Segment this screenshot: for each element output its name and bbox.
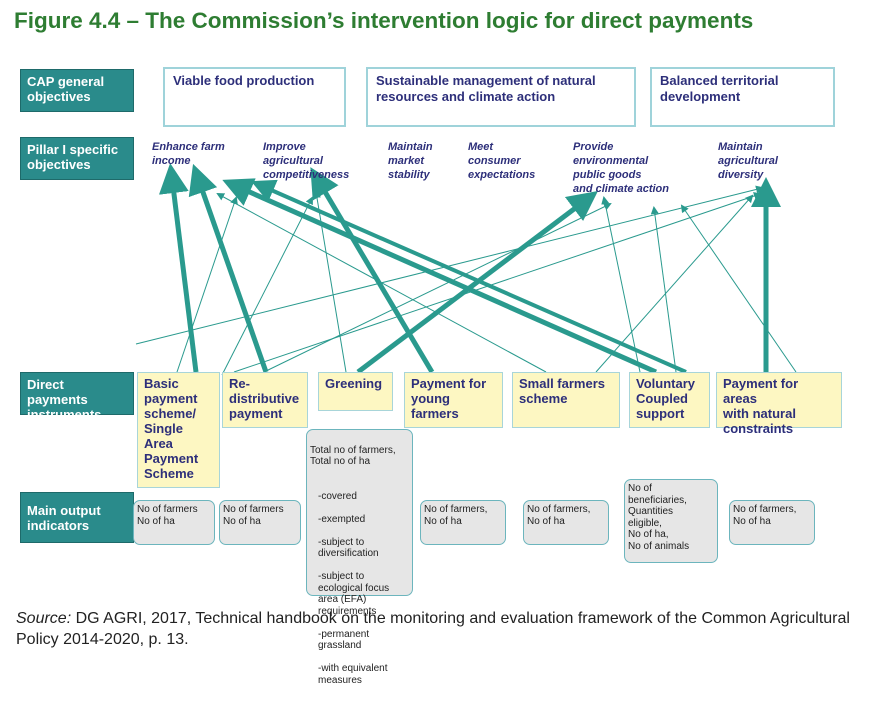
thin-arrow-2 <box>221 196 313 376</box>
source-text: DG AGRI, 2017, Technical handbook on the… <box>16 610 850 648</box>
specific-objective-competitiveness: Improve agricultural competitiveness <box>263 141 350 181</box>
source-label: Source: <box>16 610 72 627</box>
instrument-coupled-support: Voluntary Coupled support <box>629 372 710 428</box>
thin-arrow-9 <box>601 196 641 373</box>
output-greening: Total no of farmers, Total no of ha -cov… <box>306 429 413 686</box>
greening-item-diversification: -subject to diversification <box>318 536 379 560</box>
arrow-coupled-to-competitiveness <box>251 179 687 374</box>
arrow-greening-to-environment <box>356 190 598 374</box>
specific-objective-market-stability: Maintain market stability <box>388 141 433 181</box>
instrument-greening: Greening <box>318 372 393 411</box>
greening-item-equivalent: -with equivalent measures <box>318 663 388 686</box>
row-label-specific: Pillar I specific objectives <box>20 137 134 180</box>
specific-objective-farm-income: Enhance farm income <box>152 141 225 167</box>
output-coupled-support: No of beneficiaries, Quantities eligible… <box>624 479 718 563</box>
output-greening-head: Total no of farmers, Total no of ha <box>310 444 396 468</box>
arrows-layer <box>135 163 797 376</box>
thin-arrow-11 <box>680 204 797 373</box>
output-greening-list: -covered -exempted -subject to diversifi… <box>310 479 410 698</box>
specific-objective-environment: Provide environmental public goods and c… <box>573 141 669 195</box>
row-label-instruments: Direct payments instruments <box>20 372 134 422</box>
greening-item-exempted: -exempted <box>318 513 366 525</box>
greening-item-efa: -subject to ecological focus area (EFA) … <box>318 571 390 617</box>
instrument-natural-constraints: Payment for areas with natural constrain… <box>716 372 842 436</box>
thin-arrow-8 <box>595 194 754 373</box>
instrument-redistributive: Re- distributive payment <box>222 372 308 428</box>
arrow-coupled-to-income <box>222 178 658 375</box>
instrument-small-farmers: Small farmers scheme <box>512 372 620 428</box>
thin-arrow-4 <box>263 203 612 373</box>
specific-objective-diversity: Maintain agricultural diversity <box>718 141 778 181</box>
row-label-outputs: Main output indicators <box>20 492 134 543</box>
intervention-logic-figure: Figure 4.4 – The Commission’s interventi… <box>14 8 856 686</box>
general-objective-food: Viable food production <box>163 67 346 127</box>
figure-title: Figure 4.4 – The Commission’s interventi… <box>14 8 754 33</box>
row-label-general: CAP general objectives <box>20 69 134 112</box>
output-basic: No of farmers No of ha <box>133 500 215 545</box>
output-small-farmers: No of farmers, No of ha <box>523 500 609 545</box>
thin-arrow-10 <box>650 206 677 373</box>
thin-arrow-7 <box>216 193 547 373</box>
thin-arrow-1 <box>175 196 238 376</box>
thin-arrow-6 <box>233 192 762 373</box>
general-objective-territorial: Balanced territorial development <box>650 67 835 127</box>
output-young-farmers: No of farmers, No of ha <box>420 500 506 545</box>
instrument-basic-payment: Basic payment scheme/ Single Area Paymen… <box>137 372 220 488</box>
greening-item-covered: -covered <box>318 490 357 502</box>
arrow-basic-to-income <box>158 163 199 373</box>
source-note: Source: DG AGRI, 2017, Technical handboo… <box>16 608 856 650</box>
general-objective-sustainable: Sustainable management of natural resour… <box>366 67 636 127</box>
output-natural-constraints: No of farmers, No of ha <box>729 500 815 545</box>
instrument-young-farmers: Payment for young farmers <box>404 372 503 428</box>
thin-arrow-3 <box>313 190 347 373</box>
output-redistributive: No of farmers No of ha <box>219 500 301 545</box>
arrow-young-to-competitiveness <box>310 167 435 374</box>
arrow-redistributive-to-income <box>188 163 269 373</box>
specific-objective-consumer: Meet consumer expectations <box>468 141 536 181</box>
greening-item-grassland: -permanent grassland <box>318 628 370 652</box>
